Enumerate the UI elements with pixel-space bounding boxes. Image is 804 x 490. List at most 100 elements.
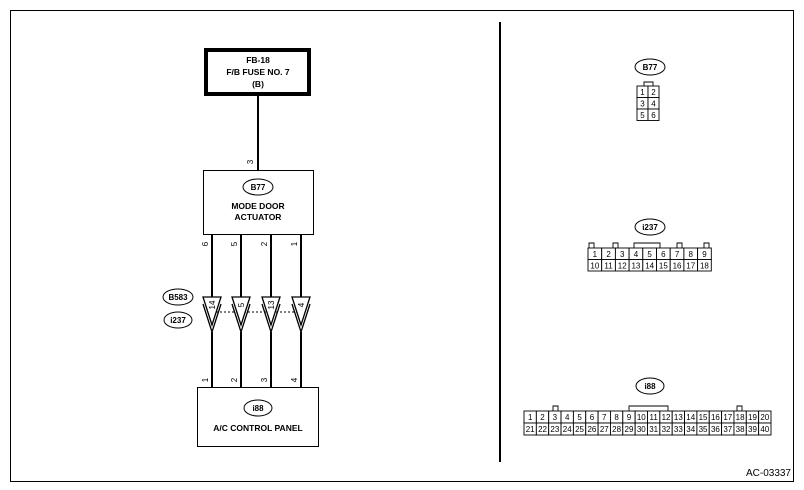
actuator-label-line2: ACTUATOR bbox=[235, 212, 282, 222]
pin-number: 21 bbox=[526, 425, 535, 434]
pin-number: 3 bbox=[553, 413, 558, 422]
fuse-box: FB-18 F/B FUSE NO. 7 (B) bbox=[204, 48, 311, 96]
junction-connector-3: 13 bbox=[261, 296, 281, 335]
pin-number: 34 bbox=[686, 425, 695, 434]
pin-number: 36 bbox=[711, 425, 720, 434]
pin-number: 11 bbox=[650, 413, 659, 422]
junction-pin-number: 4 bbox=[297, 302, 306, 307]
connector-badge-oval bbox=[162, 288, 194, 306]
pin-number: 33 bbox=[674, 425, 683, 434]
pin-number: 26 bbox=[587, 425, 596, 434]
panel-pin-number: 1 bbox=[201, 377, 210, 382]
connector-badge-oval bbox=[242, 178, 274, 196]
pin-number: 23 bbox=[550, 425, 559, 434]
pin-number: 12 bbox=[662, 413, 671, 422]
pin-number: 30 bbox=[637, 425, 646, 434]
pin-number: 6 bbox=[651, 111, 656, 120]
connector-badge-label: i88 bbox=[252, 404, 264, 413]
connector-male-shape bbox=[291, 296, 311, 328]
mode-door-actuator: B77 MODE DOOR ACTUATOR bbox=[203, 170, 314, 235]
pin-number: 2 bbox=[540, 413, 545, 422]
junction-connector-1: 14 bbox=[202, 296, 222, 335]
actuator-pin-number: 1 bbox=[290, 241, 299, 246]
actuator-pin-number: 2 bbox=[260, 241, 269, 246]
actuator-label-line1: MODE DOOR bbox=[231, 201, 284, 211]
pin-number: 16 bbox=[673, 261, 682, 270]
pin-number: 13 bbox=[674, 413, 683, 422]
connector-badge-label: B77 bbox=[643, 63, 658, 72]
pin-number: 29 bbox=[625, 425, 634, 434]
connector-badge-label: i88 bbox=[644, 382, 656, 391]
pin-number: 11 bbox=[604, 261, 613, 270]
pin-cell bbox=[697, 259, 712, 272]
pin-number: 17 bbox=[723, 413, 732, 422]
pin-number: 27 bbox=[600, 425, 609, 434]
panel-pin-number: 2 bbox=[230, 377, 239, 382]
connector-view-badge: i88 bbox=[635, 377, 665, 395]
connector-view-badge: B77 bbox=[634, 58, 666, 76]
connector-badge-oval bbox=[163, 311, 193, 329]
fuse-code: FB-18 bbox=[246, 55, 270, 65]
pin-number: 5 bbox=[647, 250, 652, 259]
connector-badge-oval bbox=[635, 377, 665, 395]
pin-number: 1 bbox=[528, 413, 533, 422]
connector-badge-label: B583 bbox=[168, 293, 188, 302]
pin-number: 4 bbox=[651, 99, 656, 108]
connector-badge-oval bbox=[634, 58, 666, 76]
pin-number: 16 bbox=[711, 413, 720, 422]
pin-number: 7 bbox=[602, 413, 607, 422]
pin-number: 1 bbox=[640, 88, 645, 97]
connector-badge-i88: i88 bbox=[243, 399, 273, 417]
junction-connector-2: 5 bbox=[231, 296, 251, 335]
pin-number: 9 bbox=[702, 250, 707, 259]
pin-number: 6 bbox=[590, 413, 595, 422]
pin-number: 2 bbox=[606, 250, 611, 259]
connector-lock-tab bbox=[676, 242, 683, 248]
pin-cell bbox=[647, 108, 660, 121]
pin-number: 39 bbox=[748, 425, 757, 434]
pin-number: 4 bbox=[634, 250, 639, 259]
panel-pin-number: 3 bbox=[260, 377, 269, 382]
connector-lock-tab bbox=[703, 242, 710, 248]
connector-badge-label: i237 bbox=[170, 316, 186, 325]
connector-lock-tab bbox=[643, 81, 654, 86]
connector-badge-oval bbox=[634, 218, 666, 236]
pin-number: 2 bbox=[651, 88, 656, 97]
pin-number: 15 bbox=[659, 261, 668, 270]
pin-number: 19 bbox=[748, 413, 757, 422]
pin-number: 15 bbox=[699, 413, 708, 422]
supply-pin-number: 3 bbox=[246, 159, 255, 164]
pin-number: 17 bbox=[686, 261, 695, 270]
connector-lock-tab bbox=[588, 242, 595, 248]
connector-badge-b583: B583 bbox=[162, 288, 194, 306]
pin-number: 38 bbox=[736, 425, 745, 434]
outer-frame bbox=[10, 10, 794, 482]
pin-number: 3 bbox=[620, 250, 625, 259]
ac-control-panel: i88 A/C CONTROL PANEL bbox=[197, 387, 319, 447]
fuse-name: F/B FUSE NO. 7 bbox=[226, 67, 290, 77]
control-panel-box bbox=[197, 387, 319, 447]
pin-number: 3 bbox=[640, 99, 645, 108]
pin-number: 18 bbox=[700, 261, 709, 270]
connector-view-badge: i237 bbox=[634, 218, 666, 236]
pin-number: 18 bbox=[736, 413, 745, 422]
pin-number: 20 bbox=[760, 413, 769, 422]
pin-number: 9 bbox=[627, 413, 632, 422]
control-panel-label: A/C CONTROL PANEL bbox=[213, 423, 302, 433]
junction-pin-number: 5 bbox=[237, 302, 246, 307]
pin-number: 10 bbox=[637, 413, 646, 422]
figure-id: AC-03337 bbox=[746, 468, 791, 479]
connector-lock-tab bbox=[736, 405, 743, 411]
connector-badge-label: i237 bbox=[642, 223, 658, 232]
pin-number: 12 bbox=[618, 261, 627, 270]
pin-number: 7 bbox=[675, 250, 680, 259]
junction-connector-4: 4 bbox=[291, 296, 311, 335]
pin-number: 5 bbox=[640, 111, 645, 120]
pin-cell bbox=[758, 422, 772, 436]
